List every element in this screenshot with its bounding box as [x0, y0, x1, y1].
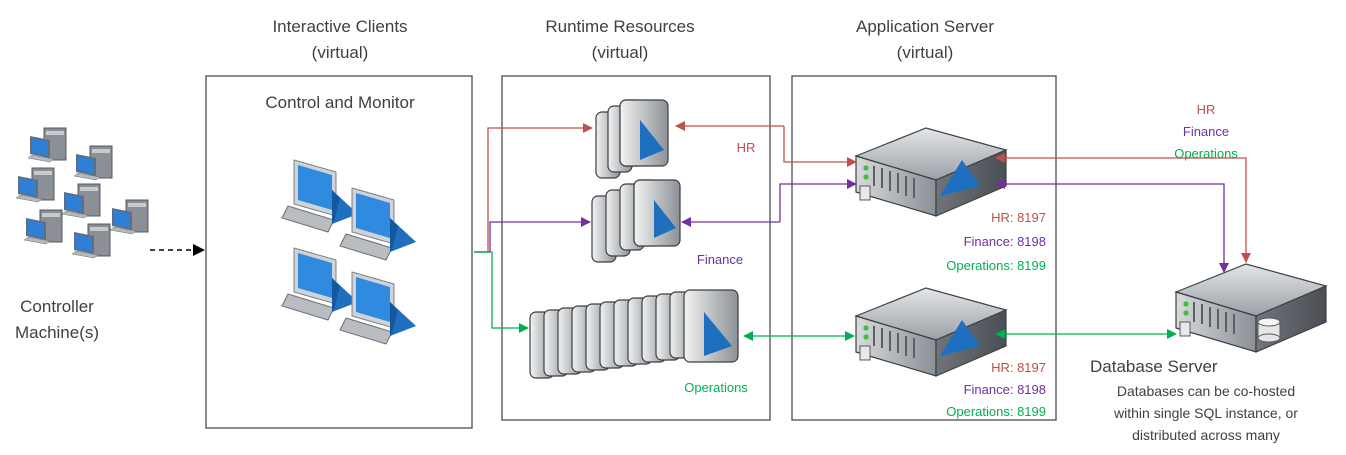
header-interactive-clients: Interactive Clients (virtual)	[272, 17, 407, 62]
svg-text:Databases can be co-hosted: Databases can be co-hosted	[1117, 383, 1295, 399]
svg-text:Operations: 8199: Operations: 8199	[946, 404, 1046, 419]
runtime-finance-stack	[591, 179, 681, 263]
connection-lines	[474, 121, 1251, 341]
desktop-computer-icon	[73, 145, 113, 181]
svg-text:Runtime Resources: Runtime Resources	[545, 17, 694, 36]
desktop-computer-icon	[27, 127, 67, 163]
svg-text:Controller: Controller	[20, 297, 94, 316]
desktop-computer-icon	[109, 199, 149, 235]
controller-label: Controller Machine(s)	[15, 297, 99, 342]
runtime-operations-stack	[529, 289, 739, 379]
desktop-computer-icon	[23, 209, 63, 245]
server-screen-icon	[940, 320, 980, 356]
svg-text:Machine(s): Machine(s)	[15, 323, 99, 342]
client-terminal-icon	[339, 187, 417, 261]
header-application-server: Application Server (virtual)	[856, 17, 994, 62]
database-server-icon	[1175, 263, 1327, 353]
app-server-1-ports: HR: 8197 Finance: 8198 Operations: 8199	[946, 210, 1046, 273]
svg-text:Interactive Clients: Interactive Clients	[272, 17, 407, 36]
runtime-hr-stack	[595, 99, 669, 179]
control-monitor-label: Control and Monitor	[265, 93, 415, 112]
clients-to-finance-line	[474, 217, 591, 253]
db-links-legend: HR Finance Operations	[1174, 102, 1238, 161]
controller-machines	[15, 127, 149, 259]
svg-text:(virtual): (virtual)	[312, 43, 369, 62]
desktop-computer-icon	[61, 183, 101, 219]
svg-text:Operations: Operations	[1174, 146, 1238, 161]
database-note: Databases can be co-hosted within single…	[1113, 383, 1298, 443]
svg-text:HR: HR	[1197, 102, 1216, 117]
svg-text:distributed across many: distributed across many	[1132, 427, 1280, 443]
svg-text:(virtual): (virtual)	[897, 43, 954, 62]
svg-text:Operations: 8199: Operations: 8199	[946, 258, 1046, 273]
svg-text:within single SQL instance, or: within single SQL instance, or	[1113, 405, 1298, 421]
interactive-clients	[281, 159, 417, 345]
svg-text:Finance: Finance	[1183, 124, 1229, 139]
server-screen-icon	[940, 160, 980, 196]
app-server-2-ports: HR: 8197 Finance: 8198 Operations: 8199	[946, 360, 1046, 419]
database-cylinder-icon	[1257, 317, 1281, 343]
clients-to-hr-line	[474, 123, 593, 253]
svg-text:HR: 8197: HR: 8197	[991, 360, 1046, 375]
runtime-resources-box	[501, 75, 771, 421]
server-icon	[855, 287, 1007, 377]
runtime-label-hr: HR	[737, 140, 756, 155]
server-icon	[855, 127, 1007, 217]
desktop-computer-icon	[15, 167, 55, 203]
svg-text:Finance: 8198: Finance: 8198	[964, 234, 1046, 249]
runtime-label-finance: Finance	[697, 252, 743, 267]
desktop-computer-icon	[71, 223, 111, 259]
database-server-title: Database Server	[1090, 357, 1218, 376]
svg-text:(virtual): (virtual)	[592, 43, 649, 62]
svg-text:Finance: 8198: Finance: 8198	[964, 382, 1046, 397]
interactive-clients-box	[205, 75, 473, 429]
svg-text:Application Server: Application Server	[856, 17, 994, 36]
runtime-label-operations: Operations	[684, 380, 748, 395]
svg-text:HR: 8197: HR: 8197	[991, 210, 1046, 225]
client-terminal-icon	[339, 271, 417, 345]
application-server-box	[791, 75, 1057, 421]
client-terminal-icon	[281, 247, 359, 321]
runtime-screen-icon	[704, 312, 732, 356]
clients-to-operations-line	[474, 251, 529, 333]
header-runtime-resources: Runtime Resources (virtual)	[545, 17, 694, 62]
client-terminal-icon	[281, 159, 359, 233]
